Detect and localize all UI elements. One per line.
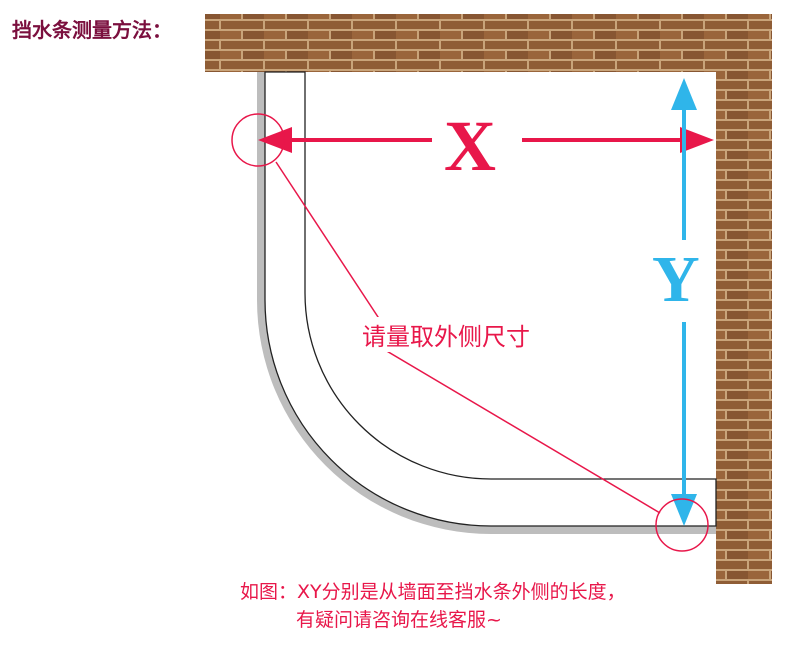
right-wall bbox=[716, 14, 772, 584]
y-dimension-arrow bbox=[671, 78, 697, 526]
outer-edge-marker-top bbox=[231, 113, 285, 167]
top-wall bbox=[205, 14, 772, 72]
water-stop-strip bbox=[264, 71, 717, 527]
note: 如图：XY分别是从墙面至挡水条外侧的长度， 有疑问请咨询在线客服~ bbox=[240, 578, 626, 634]
leader-line-bottom bbox=[379, 346, 661, 514]
outer-edge-marker-bottom bbox=[655, 498, 709, 552]
callout-text: 请量取外侧尺寸 bbox=[358, 317, 534, 352]
note-line-1: 如图：XY分别是从墙面至挡水条外侧的长度， bbox=[240, 581, 626, 603]
x-label: X bbox=[444, 106, 496, 186]
y-label: Y bbox=[652, 243, 700, 316]
leader-line-top bbox=[275, 161, 381, 321]
page-title: 挡水条测量方法： bbox=[12, 18, 172, 42]
note-line-2: 有疑问请咨询在线客服~ bbox=[296, 609, 502, 631]
